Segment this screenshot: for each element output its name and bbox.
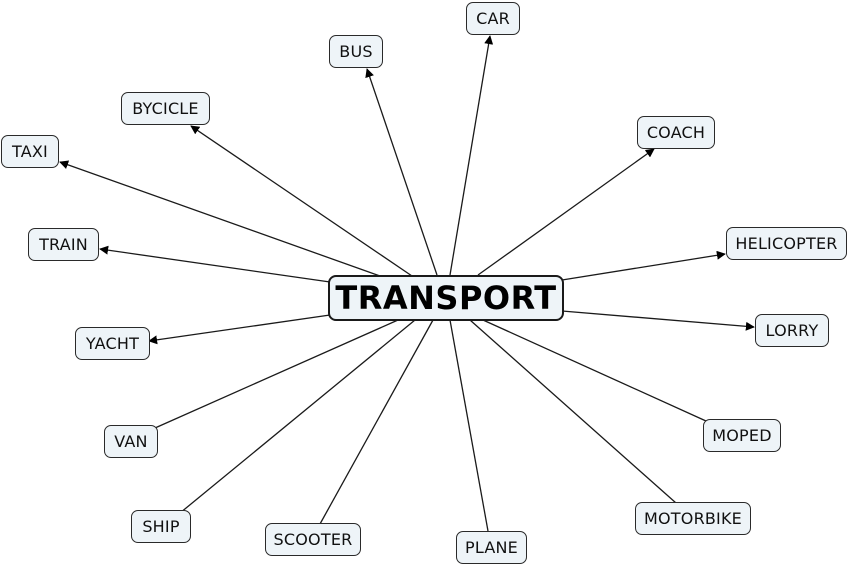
arrow-to-yacht [148, 314, 331, 345]
arrow-to-lorry [561, 310, 755, 331]
central-topic[interactable]: TRANSPORT [328, 275, 564, 321]
arrow-to-helicopter [561, 250, 726, 281]
node-ship[interactable]: SHIP [131, 510, 191, 543]
node-car[interactable]: CAR [466, 2, 520, 35]
node-bycicle[interactable]: BYCICLE [121, 92, 210, 125]
line-to-moped [482, 319, 707, 422]
node-helicopter[interactable]: HELICOPTER [726, 227, 847, 260]
arrow-to-bycicle [190, 125, 413, 277]
arrow-to-coach [477, 148, 655, 276]
node-moped[interactable]: MOPED [703, 419, 781, 452]
line-to-van [154, 319, 399, 429]
line-to-ship [179, 319, 416, 514]
node-train[interactable]: TRAIN [28, 228, 99, 261]
node-taxi[interactable]: TAXI [1, 135, 59, 168]
node-van[interactable]: VAN [104, 425, 158, 458]
node-yacht[interactable]: YACHT [75, 327, 150, 360]
line-to-motorbike [469, 319, 677, 504]
node-bus[interactable]: BUS [329, 35, 383, 68]
node-plane[interactable]: PLANE [456, 531, 527, 564]
node-coach[interactable]: COACH [637, 116, 715, 149]
node-scooter[interactable]: SCOOTER [265, 523, 361, 556]
node-lorry[interactable]: LORRY [755, 314, 829, 347]
line-to-plane [449, 319, 489, 532]
arrow-to-car [449, 35, 494, 276]
arrow-to-bus [365, 68, 438, 276]
arrow-to-taxi [59, 160, 381, 277]
arrow-to-train [99, 245, 331, 283]
line-to-scooter [319, 319, 434, 525]
node-motorbike[interactable]: MOTORBIKE [635, 502, 751, 535]
